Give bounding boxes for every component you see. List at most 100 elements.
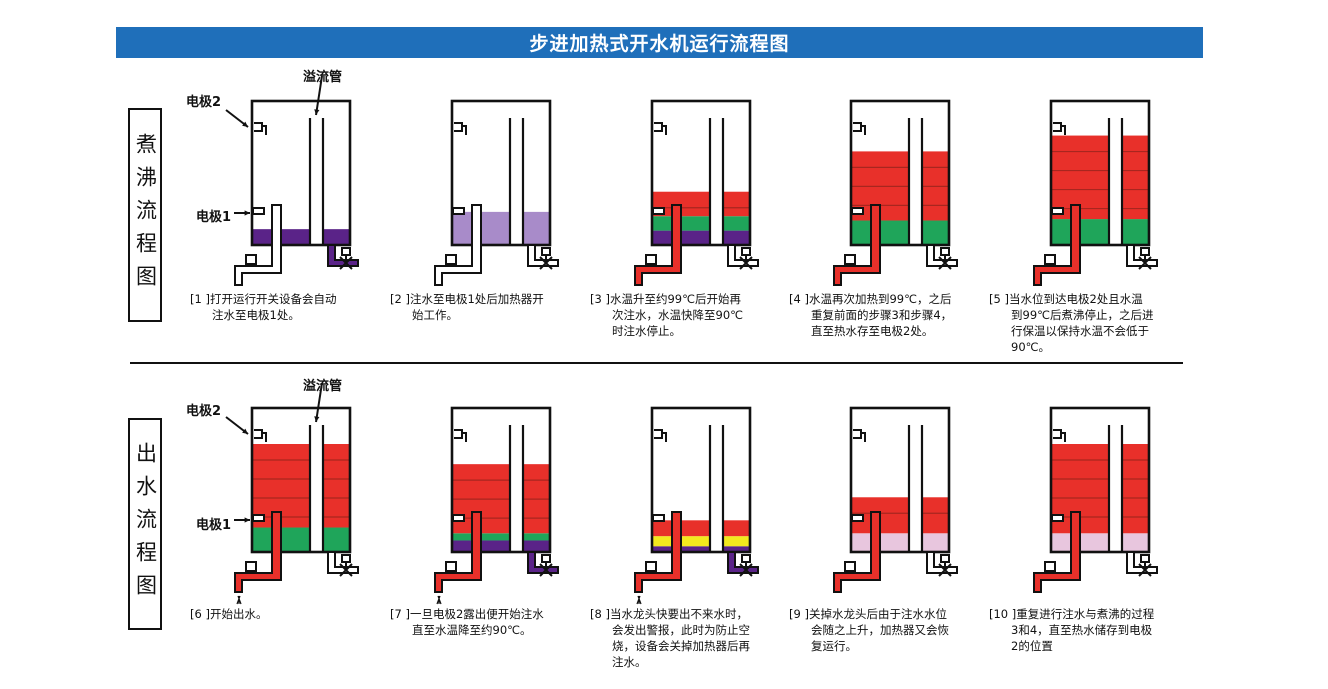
electrode1-icon bbox=[652, 207, 665, 215]
caption-line: 90℃。 bbox=[1011, 340, 1051, 354]
step-caption-8: [8 ]当水龙头快要出不来水时，会发出警报，此时为防止空烧，设备会关掉加热器后再… bbox=[590, 606, 790, 670]
step-caption-2: [2 ]注水至电极1处后加热器开始工作。 bbox=[390, 291, 590, 323]
valve-box-icon bbox=[741, 554, 751, 563]
caption-line: 直至热水存至电极2处。 bbox=[811, 324, 934, 338]
faucet-box-icon bbox=[844, 254, 856, 265]
valve-box-icon bbox=[541, 554, 551, 563]
valve-box-icon bbox=[1140, 554, 1150, 563]
caption-line: [7 ]一旦电极2露出便开始注水 bbox=[390, 607, 544, 621]
faucet-box-icon bbox=[1044, 561, 1056, 572]
step-caption-6: [6 ]开始出水。 bbox=[190, 606, 390, 622]
electrode2-icon bbox=[853, 122, 866, 135]
outlet-pipe bbox=[1033, 204, 1081, 286]
drain-pipe bbox=[727, 551, 759, 574]
water-layer-green bbox=[452, 533, 550, 541]
caption-line: [1 ]打开运行开关设备会自动 bbox=[190, 292, 337, 306]
water-layer-green bbox=[851, 220, 949, 245]
water-layer-lavender bbox=[452, 211, 550, 245]
drain-pipe bbox=[527, 244, 559, 267]
electrode2-icon bbox=[1053, 429, 1066, 442]
step-caption-1: [1 ]打开运行开关设备会自动注水至电极1处。 bbox=[190, 291, 390, 323]
caption-line: [9 ]关掉水龙头后由于注水水位 bbox=[789, 607, 947, 621]
outlet-pipe bbox=[434, 511, 482, 593]
caption-line: 会发出警报，此时为防止空 bbox=[612, 623, 750, 637]
caption-line: 复运行。 bbox=[811, 639, 857, 653]
faucet-box-icon bbox=[445, 561, 457, 572]
electrode2-label: 电极2 bbox=[186, 404, 222, 419]
tank-outline bbox=[250, 99, 352, 247]
caption-line: [5 ]当水位到达电极2处且水温 bbox=[989, 292, 1143, 306]
tank-step-7 bbox=[434, 406, 559, 605]
electrode2-icon bbox=[1053, 122, 1066, 135]
caption-line: 行保温以保持水温不会低于 bbox=[1011, 324, 1149, 338]
electrode1-icon bbox=[652, 514, 665, 522]
outlet-pipe bbox=[234, 204, 282, 286]
tank-outline bbox=[1049, 406, 1151, 554]
tank-outline bbox=[450, 99, 552, 247]
water-drip-icon bbox=[436, 595, 442, 605]
water-layer-green bbox=[652, 216, 750, 231]
electrode2-icon bbox=[654, 122, 667, 135]
water-layer-green bbox=[252, 527, 350, 552]
electrode2-icon bbox=[654, 429, 667, 442]
caption-line: 3和4，直至热水储存到电极 bbox=[1011, 623, 1153, 637]
drain-pipe bbox=[327, 244, 359, 267]
arrow-head bbox=[242, 121, 248, 127]
valve-box-icon bbox=[940, 554, 950, 563]
electrode1-icon bbox=[1051, 514, 1064, 522]
drain-pipe bbox=[926, 551, 958, 574]
water-layer-purple bbox=[452, 540, 550, 552]
faucet-box-icon bbox=[844, 561, 856, 572]
water-layer-red bbox=[652, 520, 750, 537]
overflow-tube-gap bbox=[909, 118, 922, 245]
water-layer-green bbox=[1051, 219, 1149, 245]
outlet-pipe bbox=[634, 511, 682, 593]
overflow-tube-gap bbox=[310, 425, 323, 552]
water-drip-icon bbox=[636, 595, 642, 605]
valve-box-icon bbox=[341, 554, 351, 563]
electrode1-icon bbox=[1051, 207, 1064, 215]
outlet-pipe bbox=[833, 511, 881, 593]
caption-line: 注水。 bbox=[612, 655, 647, 669]
tank-outline bbox=[1049, 99, 1151, 247]
overflow-tube-gap bbox=[1109, 425, 1122, 552]
step-caption-5: [5 ]当水位到达电极2处且水温到99℃后煮沸停止，之后进行保温以保持水温不会低… bbox=[989, 291, 1189, 355]
electrode2-icon bbox=[853, 429, 866, 442]
tank-step-2 bbox=[434, 99, 559, 286]
section-label-text: 出水流程图 bbox=[133, 441, 158, 607]
overflow-tube-gap bbox=[510, 118, 523, 245]
section-divider bbox=[130, 362, 1183, 364]
electrode1-label: 电极1 bbox=[196, 518, 232, 533]
caption-line: [3 ]水温升至约99℃后开始再 bbox=[590, 292, 741, 306]
electrode2-icon bbox=[254, 429, 267, 442]
tank-step-6 bbox=[234, 406, 359, 605]
overflow-tube-gap bbox=[710, 118, 723, 245]
caption-line: 会随之上升，加热器又会恢 bbox=[811, 623, 949, 637]
section-label-text: 煮沸流程图 bbox=[133, 132, 158, 298]
pointer-arrow bbox=[315, 75, 323, 116]
electrode1-icon bbox=[452, 207, 465, 215]
caption-line: 始工作。 bbox=[412, 308, 458, 322]
electrode1-label: 电极1 bbox=[196, 210, 232, 225]
drain-pipe bbox=[527, 551, 559, 574]
electrode1-icon bbox=[452, 514, 465, 522]
pointer-arrow bbox=[315, 382, 323, 423]
faucet-box-icon bbox=[445, 254, 457, 265]
tank-outline bbox=[250, 406, 352, 554]
water-layer-purple bbox=[652, 230, 750, 245]
faucet-box-icon bbox=[245, 561, 257, 572]
caption-line: 烧，设备会关掉加热器后再 bbox=[612, 639, 750, 653]
arrow-head bbox=[244, 517, 250, 523]
caption-line: 次注水，水温快降至90℃ bbox=[612, 308, 744, 322]
electrode2-icon bbox=[454, 122, 467, 135]
outlet-pipe bbox=[1033, 511, 1081, 593]
outlet-pipe bbox=[434, 204, 482, 286]
tank-step-1 bbox=[234, 99, 359, 286]
valve-box-icon bbox=[940, 247, 950, 256]
tank-step-10 bbox=[1033, 406, 1158, 593]
outlet-pipe bbox=[634, 204, 682, 286]
page-title: 步进加热式开水机运行流程图 bbox=[116, 27, 1203, 58]
